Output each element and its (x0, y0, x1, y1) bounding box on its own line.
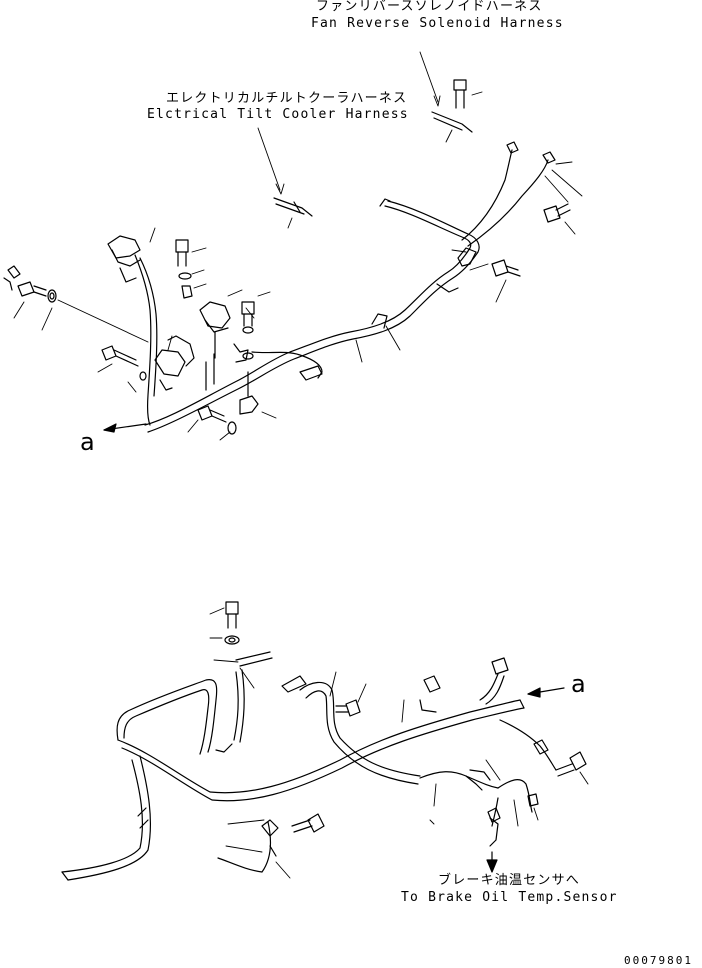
bolt-upper-right (544, 204, 570, 222)
bolt-vertical-2 (242, 302, 254, 333)
bolt-bottom-middle (198, 406, 236, 434)
bottom-assembly (62, 602, 588, 880)
bolt-vertical-1 (176, 240, 192, 298)
bolt-bottom-right (556, 752, 586, 776)
brake-sensor-connector (487, 818, 498, 872)
arrow-from-a-bottom (528, 688, 564, 697)
fan-reverse-label-jp: ファンリバースソレノイドハーネス (316, 0, 543, 14)
tilt-cooler-label-en: Elctrical Tilt Cooler Harness (147, 107, 409, 122)
left-connector-cluster (108, 236, 230, 425)
tilt-cooler-label-jp: エレクトリカルチルトクーラハーネス (166, 91, 408, 106)
main-harness-bottom (62, 652, 556, 880)
bolt-bottom-vertical (225, 602, 239, 644)
drawing-number: 00079801 (624, 954, 693, 967)
clamp-bracket-middle (240, 353, 258, 414)
main-harness-top (145, 142, 555, 432)
bolt-diagonal-left (102, 346, 146, 380)
fan-reverse-bolt (432, 80, 472, 132)
bolt-bottom-center (336, 700, 360, 716)
reference-a-bottom: a (571, 670, 586, 698)
bolt-bottom-lower-left (292, 814, 324, 832)
bolt-right-middle (492, 260, 520, 276)
tilt-cooler-bracket (274, 198, 312, 216)
arrow-to-a-top (104, 424, 146, 432)
top-assembly (4, 52, 582, 440)
fan-reverse-label-en: Fan Reverse Solenoid Harness (311, 16, 564, 31)
brake-sensor-label-en: To Brake Oil Temp.Sensor (401, 890, 618, 905)
brake-sensor-label-jp: ブレーキ油温センサへ (438, 873, 581, 888)
reference-a-top: a (80, 428, 95, 456)
leader-lines-bottom (210, 608, 588, 878)
bolt-left-horizontal (4, 266, 56, 302)
leader-lines-top (14, 52, 582, 440)
